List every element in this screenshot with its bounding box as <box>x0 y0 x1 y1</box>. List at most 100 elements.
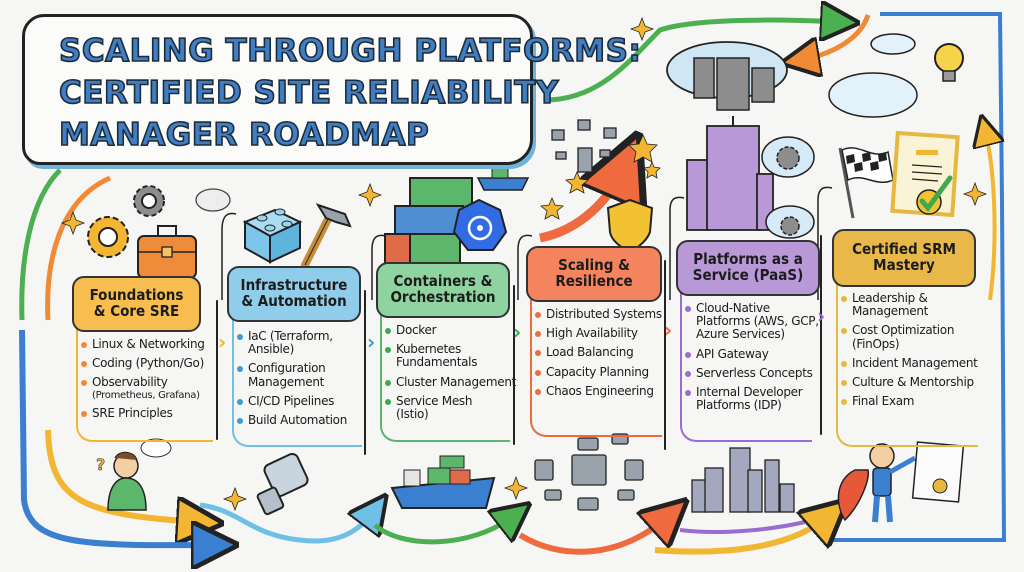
sparkle-icon <box>629 16 655 42</box>
connector-arrow-4 <box>669 196 685 300</box>
chevron-right-icon: › <box>367 330 376 354</box>
stage-heading-line: Infrastructure <box>240 276 348 295</box>
bullet-icon <box>535 312 541 318</box>
star-icon <box>628 134 658 163</box>
stage-heading: Containers & Orchestration <box>376 262 510 318</box>
kubernetes-icon <box>452 198 508 251</box>
stage-heading-line: & Automation <box>241 292 347 310</box>
item-text: Management <box>852 304 929 319</box>
lightbulb-icon <box>934 43 964 82</box>
bullet-icon <box>237 334 243 340</box>
chevron-right-icon: › <box>218 330 227 354</box>
item-text: Cost Optimization <box>852 323 955 338</box>
list-item: Docker <box>384 323 519 337</box>
list-item: Serverless Concepts <box>684 365 824 380</box>
item-text: SRE Principles <box>92 405 173 420</box>
divider-line <box>513 285 515 445</box>
arrow-bottom-yellow-2 <box>654 515 830 555</box>
item-text: Chaos Engineering <box>546 383 654 398</box>
bullet-icon <box>385 328 391 334</box>
item-text: Service Mesh <box>396 393 473 408</box>
list-item: High Availability <box>534 327 669 340</box>
superhero-icon <box>837 441 965 523</box>
list-item: CI/CD Pipelines <box>236 394 371 408</box>
bullet-icon <box>535 388 541 395</box>
stage-frame <box>530 280 662 437</box>
list-item: Coding (Python/Go) <box>80 357 220 370</box>
item-text: Cloud-Native <box>696 301 770 315</box>
bullet-icon <box>81 361 87 368</box>
arrow-left-green <box>19 168 62 321</box>
stage-heading-line: Containers & <box>393 272 493 291</box>
item-text: Cluster Management <box>396 374 517 389</box>
sparkle-icon <box>357 182 383 208</box>
title-line-2: CERTIFIED SITE RELIABILITY <box>58 74 559 112</box>
connector-arrow-2 <box>371 234 387 300</box>
chevron-right-icon: › <box>817 304 826 328</box>
item-text: Build Automation <box>248 412 348 427</box>
bullet-icon <box>81 410 87 417</box>
bullet-icon <box>237 417 243 424</box>
list-item: Cost Optimization(FinOps) <box>840 324 985 350</box>
item-text: Final Exam <box>852 394 915 409</box>
stage-heading-line: Resilience <box>555 272 633 290</box>
checkered-flag-icon <box>838 147 894 219</box>
connector-arrow-3 <box>517 234 533 300</box>
bullet-icon <box>385 379 391 386</box>
bullet-icon <box>841 379 847 386</box>
stage-heading: Foundations & Core SRE <box>72 276 201 332</box>
title-banner: SCALING THROUGH PLATFORMS: CERTIFIED SIT… <box>22 14 642 165</box>
divider-line <box>820 235 822 435</box>
stage-heading-line: Foundations <box>89 286 184 305</box>
stage-frame <box>76 300 213 442</box>
arrow-bottom-green <box>373 515 515 545</box>
list-item: Cluster Management <box>384 374 519 389</box>
list-item: Final Exam <box>840 395 985 408</box>
bullet-icon <box>81 342 87 348</box>
stage-frame <box>680 275 812 442</box>
list-item: Capacity Planning <box>534 365 669 379</box>
stage-items: Linux & Networking Coding (Python/Go) Ob… <box>80 337 220 426</box>
bullet-icon <box>385 347 391 354</box>
star-icon <box>540 196 564 220</box>
item-text: Coding (Python/Go) <box>92 356 204 371</box>
list-item: Leadership &Management <box>840 291 985 319</box>
cloud-icon <box>828 33 918 118</box>
bullet-icon <box>685 389 691 396</box>
item-text: Load Balancing <box>546 345 634 360</box>
stage-heading-line: Mastery <box>873 256 935 274</box>
stage-frame <box>232 295 362 447</box>
item-text: Serverless Concepts <box>696 365 813 380</box>
list-item: Service Mesh(Istio) <box>384 393 519 421</box>
list-item: Linux & Networking <box>80 337 220 351</box>
bullet-icon <box>237 398 243 405</box>
item-text: Platforms (AWS, GCP, <box>696 314 819 329</box>
thought-cloud-icon <box>195 188 231 212</box>
cloud-servers-icon <box>666 41 788 111</box>
title-line-1: SCALING THROUGH PLATFORMS: <box>58 32 642 70</box>
sparkle-icon <box>222 486 248 512</box>
item-text: Culture & Mentorship <box>852 374 974 389</box>
container-ship-icon <box>390 455 496 509</box>
stage-heading: Scaling & Resilience <box>526 246 662 302</box>
stage-frame <box>836 265 978 447</box>
list-item: API Gateway <box>684 347 824 361</box>
sparkle-icon <box>962 181 988 207</box>
list-item: IaC (Terraform,Ansible) <box>236 329 371 356</box>
item-text: (FinOps) <box>852 336 900 351</box>
divider-line <box>364 290 366 455</box>
bullet-icon <box>841 296 847 302</box>
stage-heading-line: & Core SRE <box>93 302 180 320</box>
connector-arrow-5 <box>817 186 833 300</box>
arrow-left-orange <box>45 175 112 321</box>
list-item: SRE Principles <box>80 405 220 420</box>
item-text: Distributed Systems <box>546 307 662 321</box>
stage-heading-line: Orchestration <box>390 288 496 306</box>
arrow-top-orange <box>800 14 871 60</box>
thinking-person-icon: ? <box>96 438 172 511</box>
